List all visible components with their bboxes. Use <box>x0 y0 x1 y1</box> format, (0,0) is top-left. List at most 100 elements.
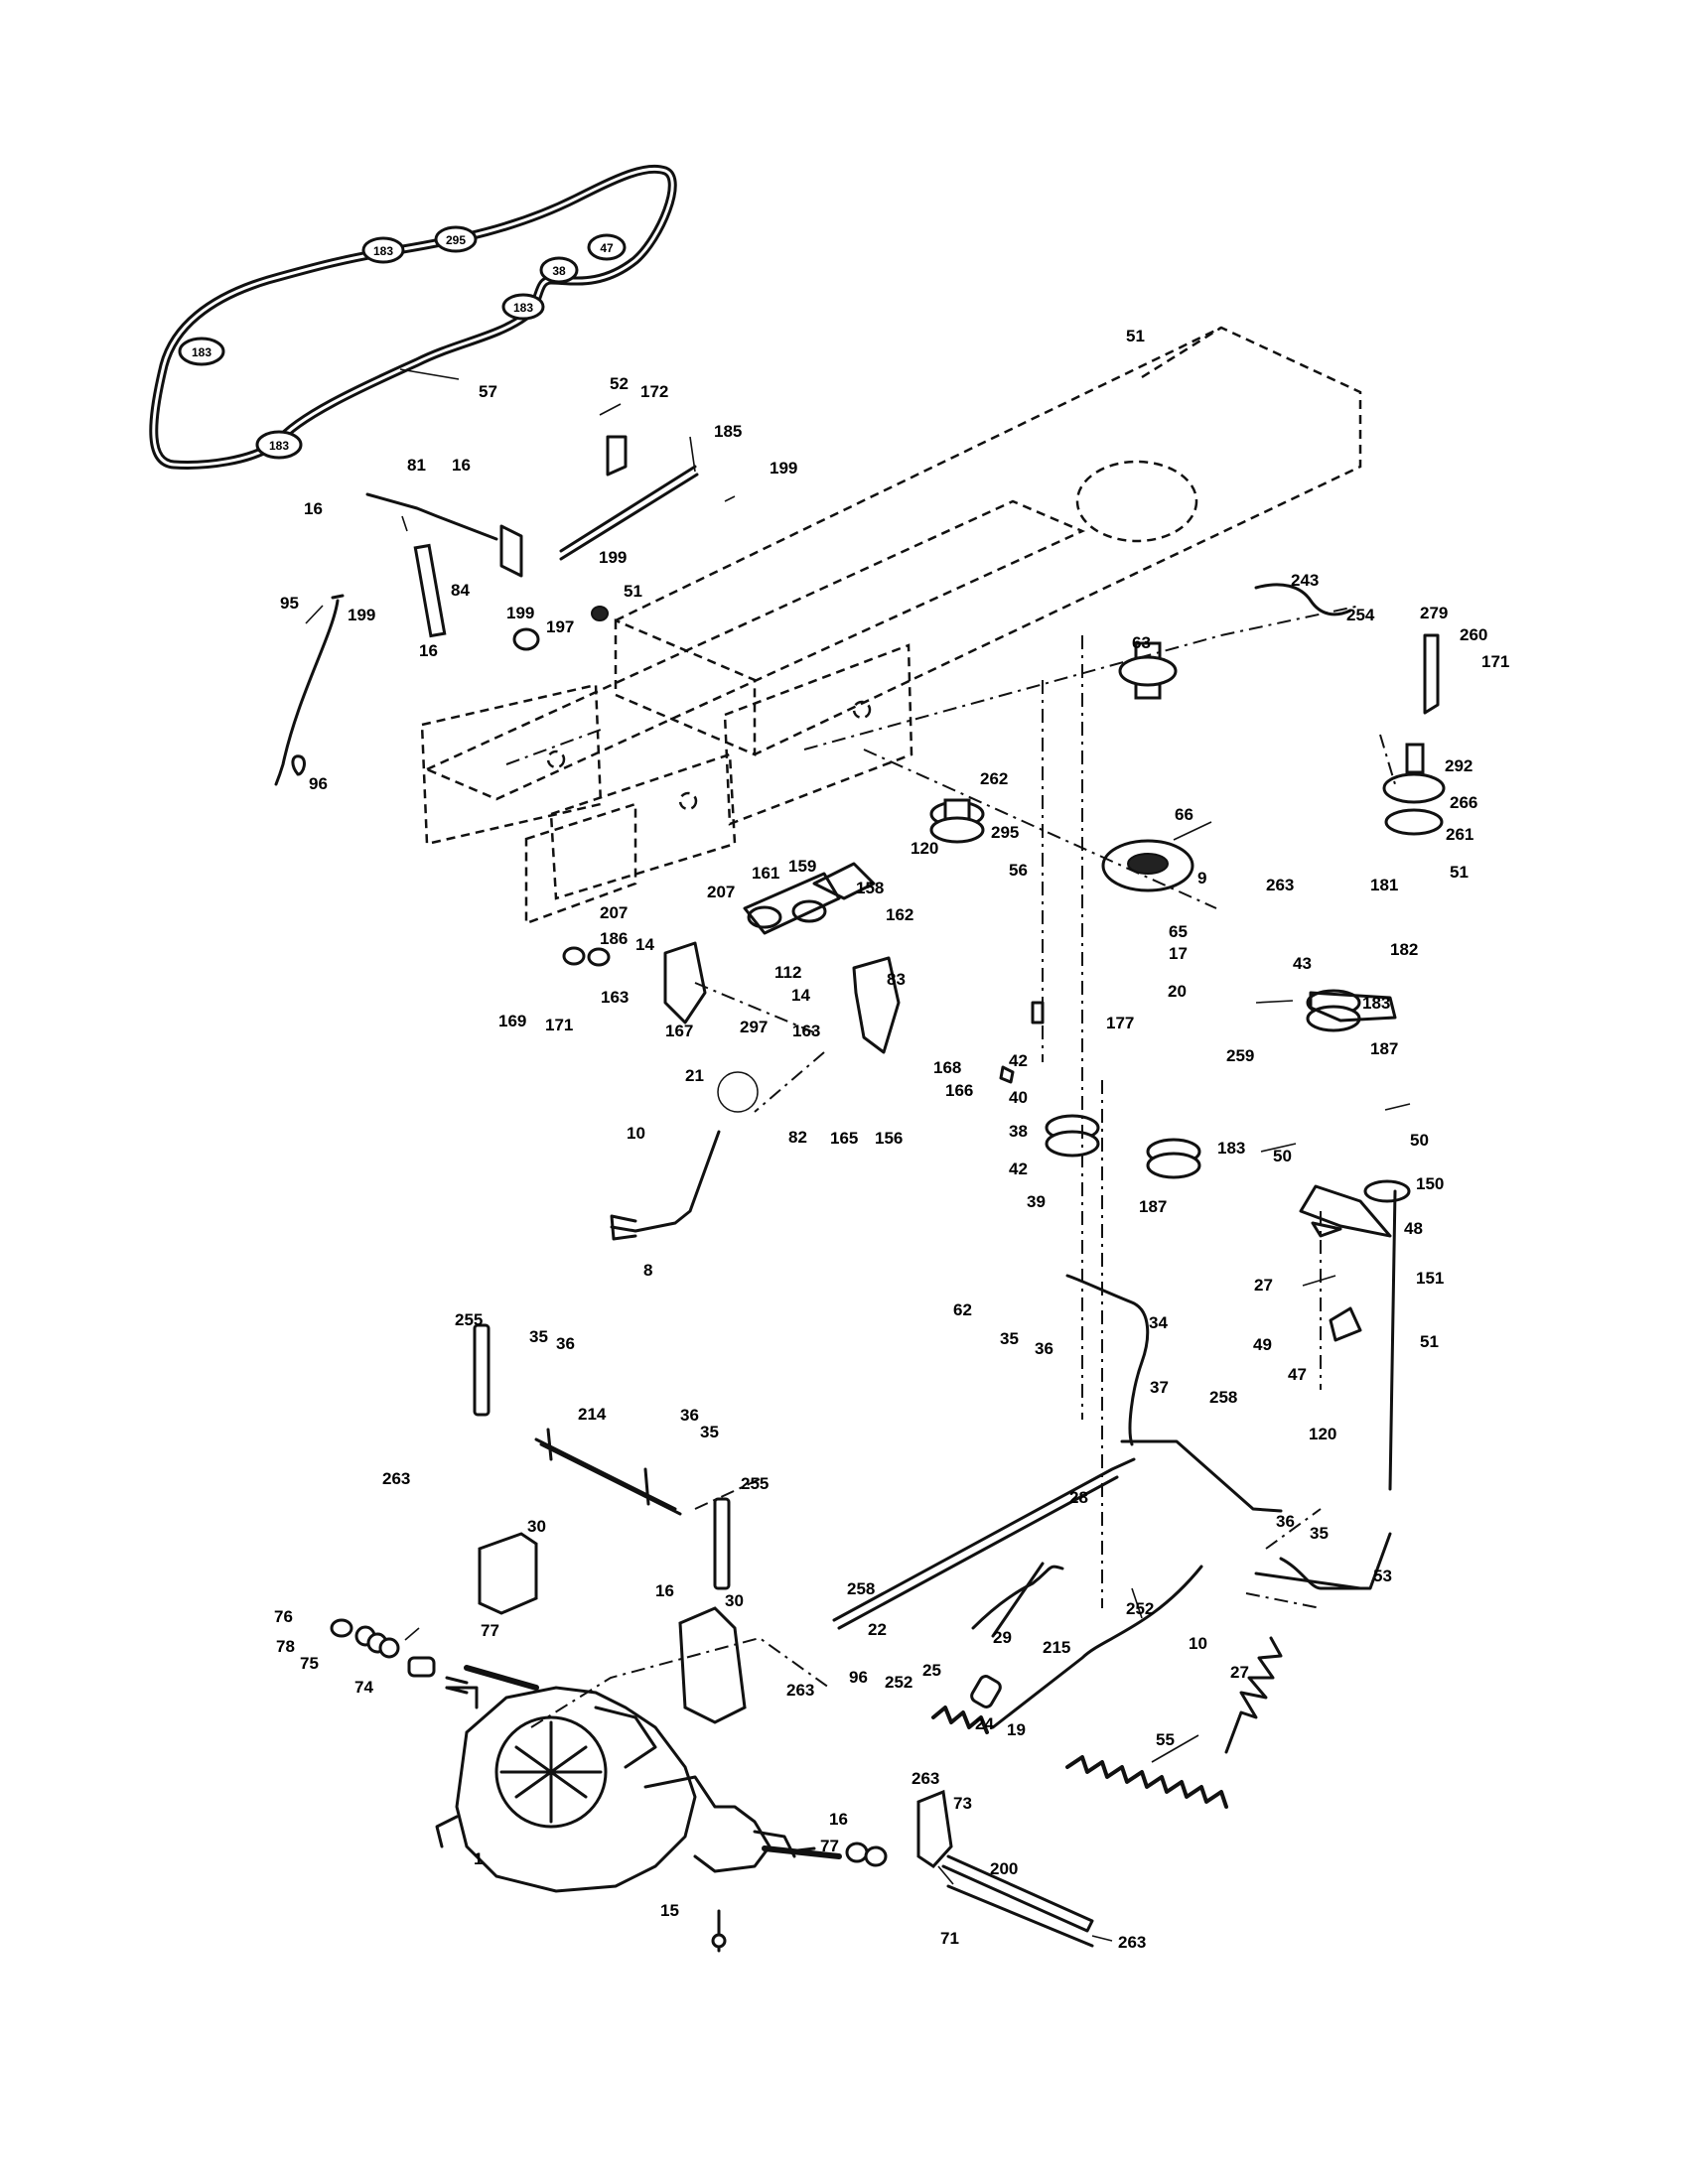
callout-207: 207 <box>600 903 628 922</box>
callout-259: 259 <box>1226 1046 1254 1065</box>
callout-151: 151 <box>1416 1269 1444 1288</box>
callout-19: 19 <box>1007 1720 1026 1739</box>
callout-1: 1 <box>474 1849 483 1868</box>
callout-187: 187 <box>1139 1197 1167 1216</box>
belt-pulley-7: 183 <box>255 430 303 460</box>
belt-pulley-label: 183 <box>192 345 211 359</box>
callout-65: 65 <box>1169 922 1188 941</box>
callout-258: 258 <box>1209 1388 1237 1407</box>
callout-199: 199 <box>770 459 797 478</box>
callout-51: 51 <box>624 582 642 601</box>
callout-10: 10 <box>1189 1634 1207 1653</box>
callout-51: 51 <box>1450 863 1469 882</box>
springs <box>931 1636 1283 1809</box>
callout-260: 260 <box>1460 625 1487 644</box>
callout-36: 36 <box>556 1334 575 1353</box>
tractor-frame <box>420 326 1362 925</box>
callout-36: 36 <box>680 1406 699 1425</box>
callout-57: 57 <box>479 382 497 401</box>
callout-35: 35 <box>700 1423 719 1441</box>
callout-167: 167 <box>665 1022 693 1040</box>
callout-163: 163 <box>601 988 629 1007</box>
callout-42: 42 <box>1009 1051 1028 1070</box>
callout-14: 14 <box>791 986 810 1005</box>
callout-258: 258 <box>847 1579 875 1598</box>
callout-77: 77 <box>820 1837 839 1855</box>
callout-200: 200 <box>990 1859 1018 1878</box>
callout-8: 8 <box>643 1261 652 1280</box>
leader-lines <box>305 368 1411 1942</box>
callout-162: 162 <box>886 905 913 924</box>
callout-29: 29 <box>993 1628 1012 1647</box>
callout-158: 158 <box>856 879 884 897</box>
lower-rods <box>473 1274 1392 1729</box>
callout-185: 185 <box>714 422 742 441</box>
belt-pulley-label: 38 <box>552 264 566 278</box>
belt-pulley-3: 38 <box>539 256 579 284</box>
callout-51: 51 <box>1420 1332 1439 1351</box>
callout-36: 36 <box>1035 1339 1053 1358</box>
assembly-lines <box>505 605 1396 1728</box>
callout-66: 66 <box>1175 805 1193 824</box>
callout-263: 263 <box>1266 876 1294 894</box>
callout-96: 96 <box>849 1668 868 1687</box>
callout-27: 27 <box>1254 1276 1273 1295</box>
callout-25: 25 <box>922 1661 941 1680</box>
callout-199: 199 <box>348 606 375 624</box>
callout-254: 254 <box>1346 606 1375 624</box>
callout-62: 62 <box>953 1300 972 1319</box>
callout-292: 292 <box>1445 756 1473 775</box>
belt-pulley-label: 183 <box>269 439 289 453</box>
center-pulleys <box>929 641 1446 1491</box>
callout-14: 14 <box>635 935 654 954</box>
callout-295: 295 <box>991 823 1019 842</box>
callout-279: 279 <box>1420 604 1448 622</box>
callout-252: 252 <box>885 1673 912 1692</box>
callout-215: 215 <box>1043 1638 1070 1657</box>
callout-35: 35 <box>1310 1524 1329 1543</box>
callout-34: 34 <box>1149 1313 1168 1332</box>
callout-96: 96 <box>309 774 328 793</box>
callout-112: 112 <box>774 963 801 982</box>
callout-183: 183 <box>1217 1139 1245 1158</box>
callout-214: 214 <box>578 1405 607 1424</box>
callout-63: 63 <box>1132 633 1151 652</box>
callout-28: 28 <box>1069 1488 1088 1507</box>
callout-52: 52 <box>610 374 629 393</box>
callout-24: 24 <box>975 1714 994 1733</box>
callout-47: 47 <box>1288 1365 1307 1384</box>
belt-pulley-1: 183 <box>361 236 405 264</box>
callout-16: 16 <box>655 1581 674 1600</box>
transaxle-assembly <box>435 1665 842 1953</box>
callout-51: 51 <box>1126 327 1145 345</box>
callout-150: 150 <box>1416 1174 1444 1193</box>
callout-199: 199 <box>599 548 627 567</box>
callout-261: 261 <box>1446 825 1474 844</box>
callout-181: 181 <box>1370 876 1398 894</box>
callout-48: 48 <box>1404 1219 1423 1238</box>
callout-55: 55 <box>1156 1730 1175 1749</box>
belt-pulley-label: 183 <box>513 301 533 315</box>
callout-49: 49 <box>1253 1335 1272 1354</box>
upper-linkage <box>274 435 1440 786</box>
callout-171: 171 <box>1481 652 1509 671</box>
callout-243: 243 <box>1291 571 1319 590</box>
callout-169: 169 <box>498 1012 526 1030</box>
callout-168: 168 <box>933 1058 961 1077</box>
callout-30: 30 <box>527 1517 546 1536</box>
belt-pulley-2: 295 <box>434 225 478 253</box>
callout-263: 263 <box>912 1769 939 1788</box>
callout-171: 171 <box>545 1016 573 1034</box>
callout-20: 20 <box>1168 982 1187 1001</box>
callout-187: 187 <box>1370 1039 1398 1058</box>
callout-120: 120 <box>911 839 938 858</box>
callout-27: 27 <box>1230 1663 1249 1682</box>
belt-pulley-label: 295 <box>446 233 466 247</box>
callout-263: 263 <box>786 1681 814 1700</box>
callout-199: 199 <box>506 604 534 622</box>
belt-pulley-label: 183 <box>373 244 393 258</box>
callout-197: 197 <box>546 617 574 636</box>
callout-labels: 57 52 172 185 199 81 16 16 199 95 199 84… <box>274 327 1509 1952</box>
callout-71: 71 <box>940 1929 959 1948</box>
